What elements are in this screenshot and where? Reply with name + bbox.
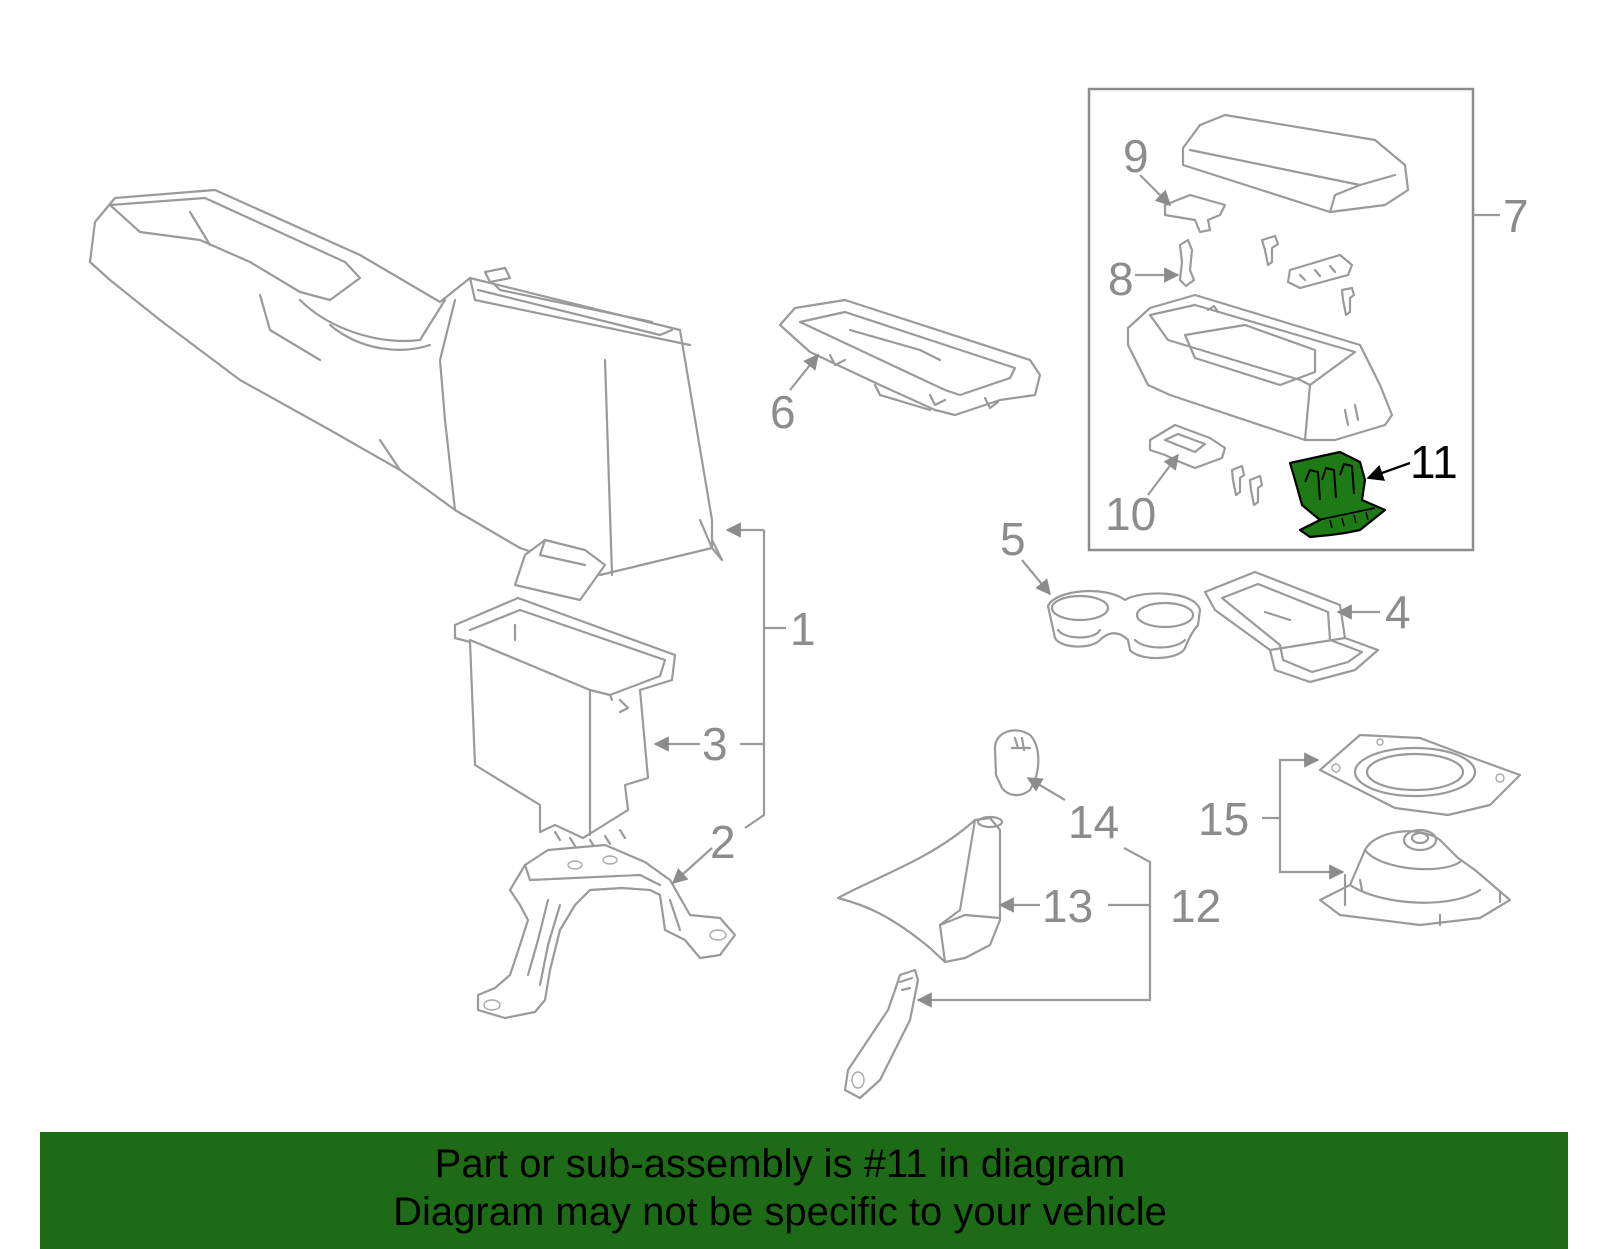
callout-8: 8: [1108, 253, 1134, 305]
clip-bracket-part: [1286, 253, 1354, 290]
shift-boot-part: [836, 815, 1004, 964]
armrest-lid-part: [1181, 113, 1410, 214]
callout-11: 11: [1410, 436, 1458, 488]
callout-1: 1: [790, 603, 816, 655]
callout-14: 14: [1068, 796, 1119, 848]
screw-fastener: [1230, 234, 1356, 507]
inner-boot-part: [1318, 828, 1512, 927]
banner-line-part-number: Part or sub-assembly is #11 in diagram: [434, 1142, 1126, 1186]
armrest-base-part: [1126, 293, 1394, 442]
bracket-part: [476, 843, 737, 1020]
shift-lever-part: [843, 968, 920, 1100]
callout-15: 15: [1198, 793, 1249, 845]
small-bracket-part: [1148, 423, 1227, 470]
cup-holder-part: [1046, 589, 1202, 660]
callout-5: 5: [1000, 513, 1026, 565]
info-banner: Part or sub-assembly is #11 in diagram D…: [40, 1132, 1568, 1249]
storage-bin-part: [453, 596, 677, 850]
armrest-subassembly-box: [1087, 87, 1475, 552]
boot-plate-part: [1318, 733, 1522, 817]
highlighted-part-11: [1288, 450, 1387, 539]
callout-12: 12: [1170, 880, 1221, 932]
callout-3: 3: [702, 718, 728, 770]
callout-13: 13: [1042, 880, 1093, 932]
callout-9: 9: [1123, 130, 1149, 182]
center-console-part: [88, 188, 724, 602]
leader-lines: [653, 174, 1500, 1008]
shift-knob-part: [993, 729, 1040, 797]
mat-insert-part: [1203, 570, 1380, 684]
callout-7: 7: [1503, 190, 1529, 242]
callout-4: 4: [1385, 586, 1411, 638]
hinge-part: [1163, 193, 1227, 234]
callout-6: 6: [770, 386, 796, 438]
tray-part: [778, 298, 1042, 417]
banner-line-disclaimer: Diagram may not be specific to your vehi…: [393, 1190, 1167, 1234]
callout-2: 2: [710, 816, 736, 868]
callout-10: 10: [1105, 488, 1156, 540]
latch-part: [1178, 238, 1196, 288]
